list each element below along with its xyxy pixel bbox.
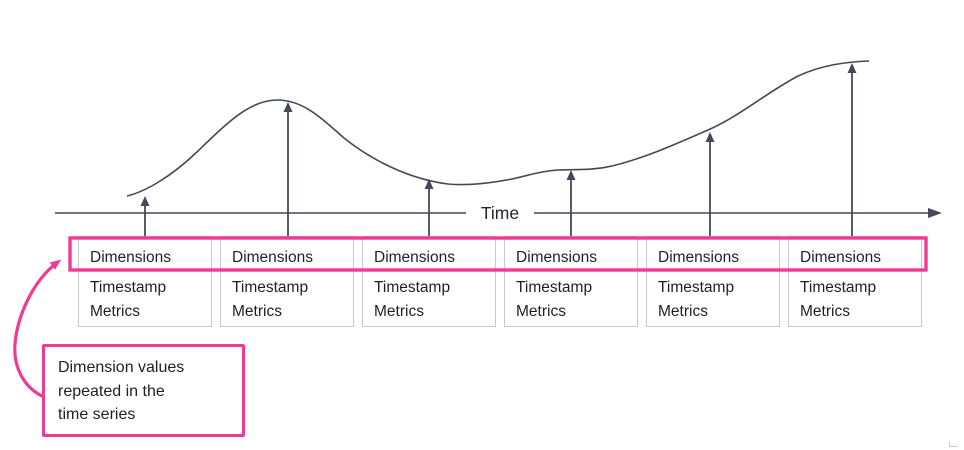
timeseries-curve — [126, 60, 870, 197]
record-metrics: Metrics — [90, 303, 140, 320]
sample-arrow-1 — [140, 196, 150, 237]
record-box-6: Dimensions Timestamp Metrics — [788, 236, 922, 327]
annotation-line: time series — [58, 406, 136, 423]
annotation-line: Dimension values — [58, 359, 185, 376]
record-metrics: Metrics — [658, 303, 708, 320]
record-box-5: Dimensions Timestamp Metrics — [646, 236, 780, 327]
record-dimensions: Dimensions — [232, 249, 313, 266]
record-metrics: Metrics — [800, 303, 850, 320]
record-metrics: Metrics — [374, 303, 424, 320]
record-timestamp: Timestamp — [232, 279, 309, 296]
record-dimensions: Dimensions — [516, 249, 597, 266]
record-box-4: Dimensions Timestamp Metrics — [504, 236, 638, 327]
record-metrics: Metrics — [516, 303, 566, 320]
record-box-3: Dimensions Timestamp Metrics — [362, 236, 496, 327]
sample-arrow-3 — [424, 179, 434, 237]
record-dimensions: Dimensions — [800, 249, 881, 266]
record-timestamp: Timestamp — [800, 279, 877, 296]
record-metrics: Metrics — [232, 303, 282, 320]
record-timestamp: Timestamp — [374, 279, 451, 296]
record-dimensions: Dimensions — [658, 249, 739, 266]
resize-corner-artifact — [949, 442, 958, 447]
record-timestamp: Timestamp — [90, 279, 167, 296]
record-dimensions: Dimensions — [374, 249, 455, 266]
sample-arrow-6 — [847, 63, 857, 237]
record-timestamp: Timestamp — [516, 279, 593, 296]
record-dimensions: Dimensions — [90, 249, 171, 266]
sample-arrow-4 — [566, 170, 576, 237]
sample-arrow-2 — [283, 102, 293, 237]
annotation-line: repeated in the — [58, 382, 165, 400]
time-axis-label: Time — [466, 201, 534, 225]
sample-arrow-5 — [705, 132, 715, 237]
time-axis-arrowhead-icon — [928, 208, 942, 218]
annotation-callout: Dimension values repeated in the time se… — [42, 344, 245, 437]
record-timestamp: Timestamp — [658, 279, 735, 296]
record-box-2: Dimensions Timestamp Metrics — [220, 236, 354, 327]
record-boxes-row: Dimensions Timestamp Metrics Dimensions … — [78, 236, 922, 327]
record-box-1: Dimensions Timestamp Metrics — [78, 236, 212, 327]
